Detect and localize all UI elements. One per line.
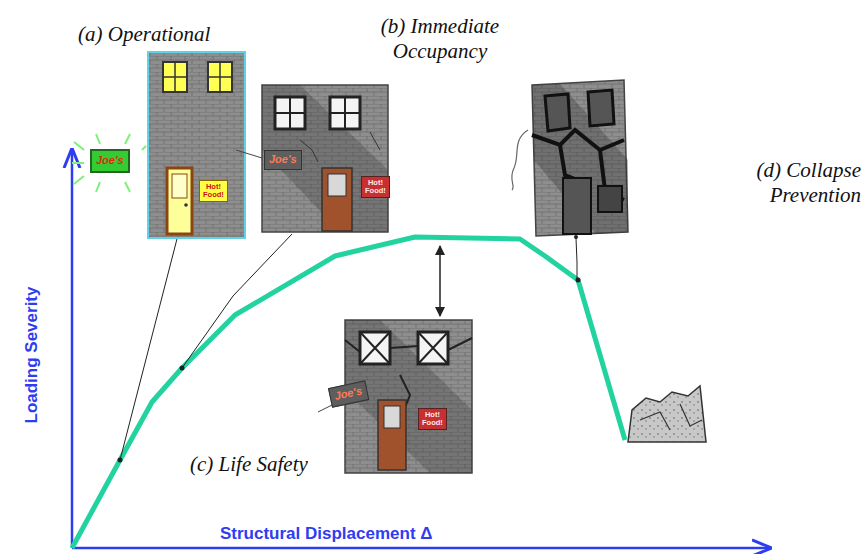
performance-level-label: (d) Collapse Prevention bbox=[733, 158, 861, 208]
sign-text: Joe's bbox=[334, 385, 363, 402]
building-life-safety bbox=[318, 320, 472, 473]
capacity-curve bbox=[72, 237, 625, 548]
sign-box: Hot! Food! bbox=[361, 176, 390, 198]
axes bbox=[72, 150, 770, 548]
sign-box: Hot! Food! bbox=[199, 180, 228, 202]
performance-level-label: (c) Life Safety bbox=[190, 452, 308, 477]
building-operational bbox=[72, 52, 245, 238]
sign-text: Hot! Food! bbox=[365, 179, 386, 195]
axis-title: Structural Displacement Δ bbox=[220, 524, 433, 544]
sign-box: Hot! Food! bbox=[418, 408, 447, 430]
performance-level-label: (b) Immediate Occupancy bbox=[338, 14, 542, 64]
sign-text: Joe's bbox=[269, 154, 297, 166]
sign-box: Joe's bbox=[90, 149, 130, 173]
building-immediate-occupancy bbox=[236, 85, 388, 232]
performance-level-label: (a) Operational bbox=[78, 22, 210, 47]
sign-text: Joe's bbox=[96, 155, 124, 167]
sign-box: Joe's bbox=[264, 150, 302, 170]
axis-title: Loading Severity bbox=[22, 287, 42, 424]
sign-text: Hot! Food! bbox=[422, 411, 443, 427]
sign-text: Hot! Food! bbox=[203, 183, 224, 199]
building-collapse-prevention bbox=[512, 80, 628, 236]
rubble bbox=[628, 386, 706, 442]
